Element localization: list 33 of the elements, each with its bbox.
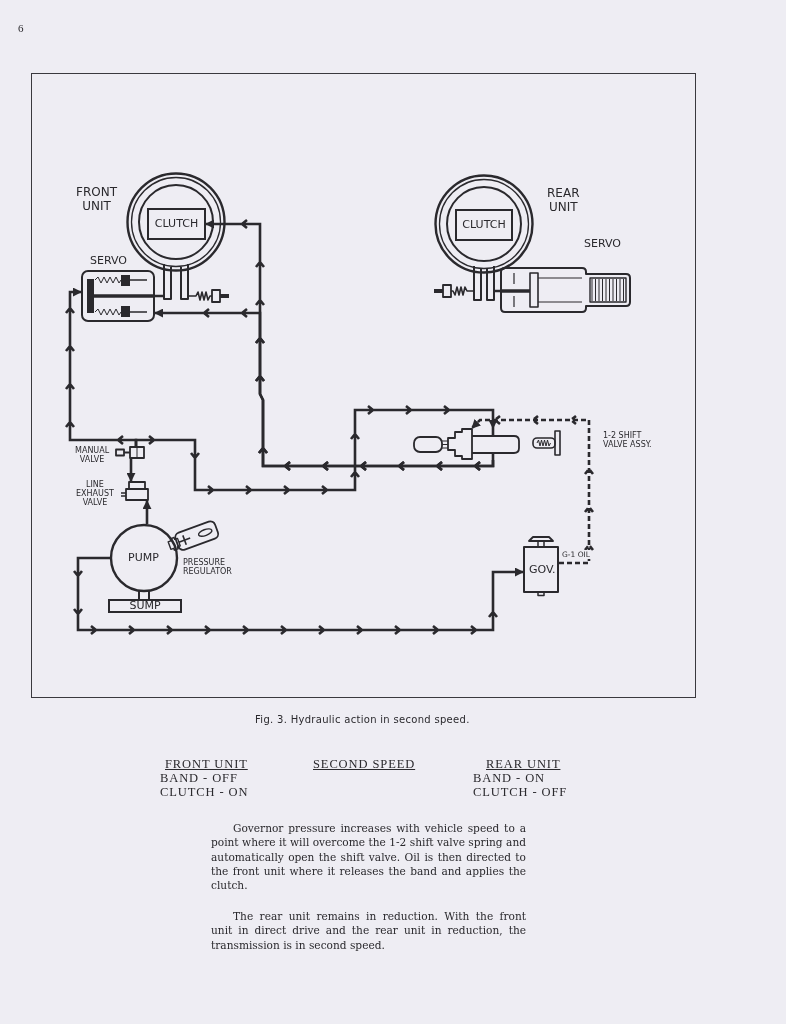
dashed-flow-arrow xyxy=(470,414,595,565)
pump-label: PUMP xyxy=(128,552,159,564)
body-paragraph: The rear unit remains in reduction. With the front unit in direct drive and the rear unit in reduction, the transmission is in second speed. xyxy=(211,909,526,952)
column-heading: FRONT UNIT xyxy=(165,757,248,771)
valve-label: 1-2 SHIFT VALVE ASSY. xyxy=(603,431,653,449)
servo-rod xyxy=(492,289,502,293)
body-paragraph: Governor pressure increases with vehicle speed to a point where it will overcome the 1-2 shift valve spring and automatically open the shift valve. Oil is then directed to the front unit where it releases the band and applies the clutch. xyxy=(211,821,526,893)
status-text: BAND - OFF xyxy=(160,771,238,785)
flow-arrow xyxy=(126,457,136,483)
flow-arrow xyxy=(153,307,495,472)
regulator-label: PRESSURE REGULATOR xyxy=(183,558,232,576)
flow-arrow xyxy=(64,287,138,448)
page-number: 6 xyxy=(18,22,24,35)
status-text: BAND - ON xyxy=(473,771,545,785)
servo-heading: SERVO xyxy=(90,254,127,267)
figure-caption: Fig. 3. Hydraulic action in second speed. xyxy=(255,714,470,726)
unit-heading: REAR UNIT xyxy=(547,186,580,214)
status-text: CLUTCH - OFF xyxy=(473,785,568,799)
unit-heading: FRONT UNIT xyxy=(76,185,117,213)
clutch-box: CLUTCH xyxy=(455,209,513,241)
column-heading: REAR UNIT xyxy=(486,757,561,771)
column-heading: SECOND SPEED xyxy=(313,757,416,771)
governor-label: GOV. xyxy=(529,564,556,576)
servo-heading: SERVO xyxy=(584,237,621,250)
clutch-box: CLUTCH xyxy=(147,208,206,240)
valve-label: MANUAL VALVE xyxy=(75,446,110,464)
flow-arrow xyxy=(142,499,152,526)
flow-arrow xyxy=(72,556,525,636)
status-text: CLUTCH - ON xyxy=(160,785,249,799)
valve-label: LINE EXHAUST VALVE xyxy=(76,480,114,507)
flow-arrow xyxy=(134,404,498,496)
sump-box: SUMP xyxy=(108,599,182,613)
servo-rod xyxy=(153,294,166,298)
